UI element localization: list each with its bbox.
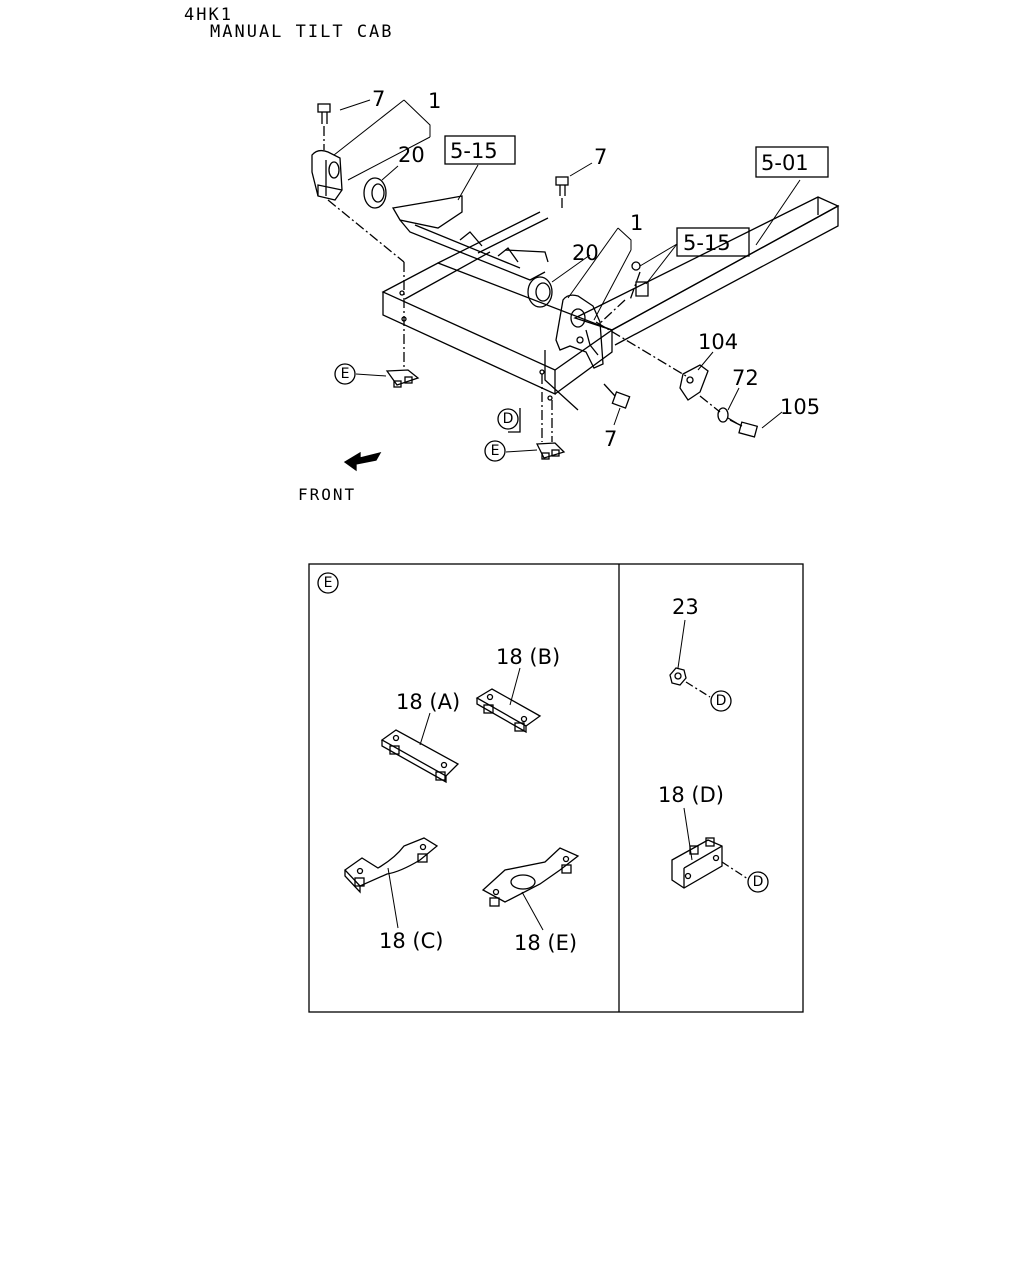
frame-rail xyxy=(573,196,840,346)
leader-lines xyxy=(333,99,801,453)
diagram-title: MANUAL TILT CAB xyxy=(210,22,394,42)
callout-bushing-right: 20 xyxy=(572,241,599,265)
ref-box-frame xyxy=(755,146,829,178)
panel-view-label: E xyxy=(324,575,333,591)
ref-box-left-label: 5-15 xyxy=(450,139,498,163)
mount-bracket-right xyxy=(555,294,604,369)
assembly-lines xyxy=(323,126,739,442)
label-18e: 18 (E) xyxy=(514,931,577,955)
callout-bolt-top-left: 7 xyxy=(372,87,385,111)
detail-leader-lines xyxy=(387,619,693,931)
ref-box-left xyxy=(444,135,516,165)
bushing-left xyxy=(363,177,387,209)
bushing-right xyxy=(527,276,553,308)
mount-bracket-left xyxy=(311,149,343,201)
callout-washer: 72 xyxy=(732,366,759,390)
nut-23 xyxy=(669,667,711,698)
model-code: 4HK1 xyxy=(184,5,233,25)
circle-ref-d-nut-label: D xyxy=(716,693,727,709)
label-18d: 18 (D) xyxy=(658,783,724,807)
foot-plate-bottom xyxy=(535,442,566,460)
label-18a: 18 (A) xyxy=(396,690,460,714)
main-assembly xyxy=(311,99,840,472)
callout-mount-right: 1 xyxy=(630,211,643,235)
lock-plate xyxy=(679,364,709,401)
circle-ref-d-nut xyxy=(710,690,732,712)
callout-bolt-top-mid: 7 xyxy=(594,145,607,169)
ref-box-frame-label: 5-01 xyxy=(761,151,809,175)
callout-lock-plate: 104 xyxy=(698,330,738,354)
circle-ref-d-bracket-label: D xyxy=(753,874,764,890)
label-18c: 18 (C) xyxy=(379,929,443,953)
circle-ref-e-left xyxy=(334,363,356,385)
callout-bushing-left: 20 xyxy=(398,143,425,167)
plate-18b xyxy=(475,688,542,734)
circle-ref-d xyxy=(497,408,519,430)
circle-ref-e-bottom-label: E xyxy=(491,443,500,459)
plate-18e xyxy=(481,847,580,907)
support-plate-left xyxy=(391,195,549,281)
circle-ref-d-bracket xyxy=(747,871,769,893)
circle-ref-d-label: D xyxy=(503,411,514,427)
plate-18c xyxy=(344,837,439,894)
callout-bolt-bottom: 7 xyxy=(604,427,617,451)
cross-member xyxy=(381,211,614,401)
label-23: 23 xyxy=(672,595,699,619)
ref-box-right xyxy=(676,227,750,257)
bolts xyxy=(317,103,759,438)
detail-panel xyxy=(308,563,804,1013)
circle-ref-e-bottom xyxy=(484,440,506,462)
plate-18a xyxy=(380,729,460,784)
front-label: FRONT xyxy=(298,485,356,504)
washer xyxy=(717,407,729,423)
circle-ref-e-left-label: E xyxy=(341,366,350,382)
ref-box-right-label: 5-15 xyxy=(683,231,731,255)
foot-plate-left xyxy=(385,369,420,388)
d-reference-wedge xyxy=(508,350,579,433)
bracket-18d xyxy=(671,837,749,889)
callout-mount-left: 1 xyxy=(428,89,441,113)
front-arrow-icon xyxy=(343,451,382,472)
panel-view-circle xyxy=(317,572,339,594)
callout-bolt-lock: 105 xyxy=(780,395,820,419)
label-18b: 18 (B) xyxy=(496,645,560,669)
